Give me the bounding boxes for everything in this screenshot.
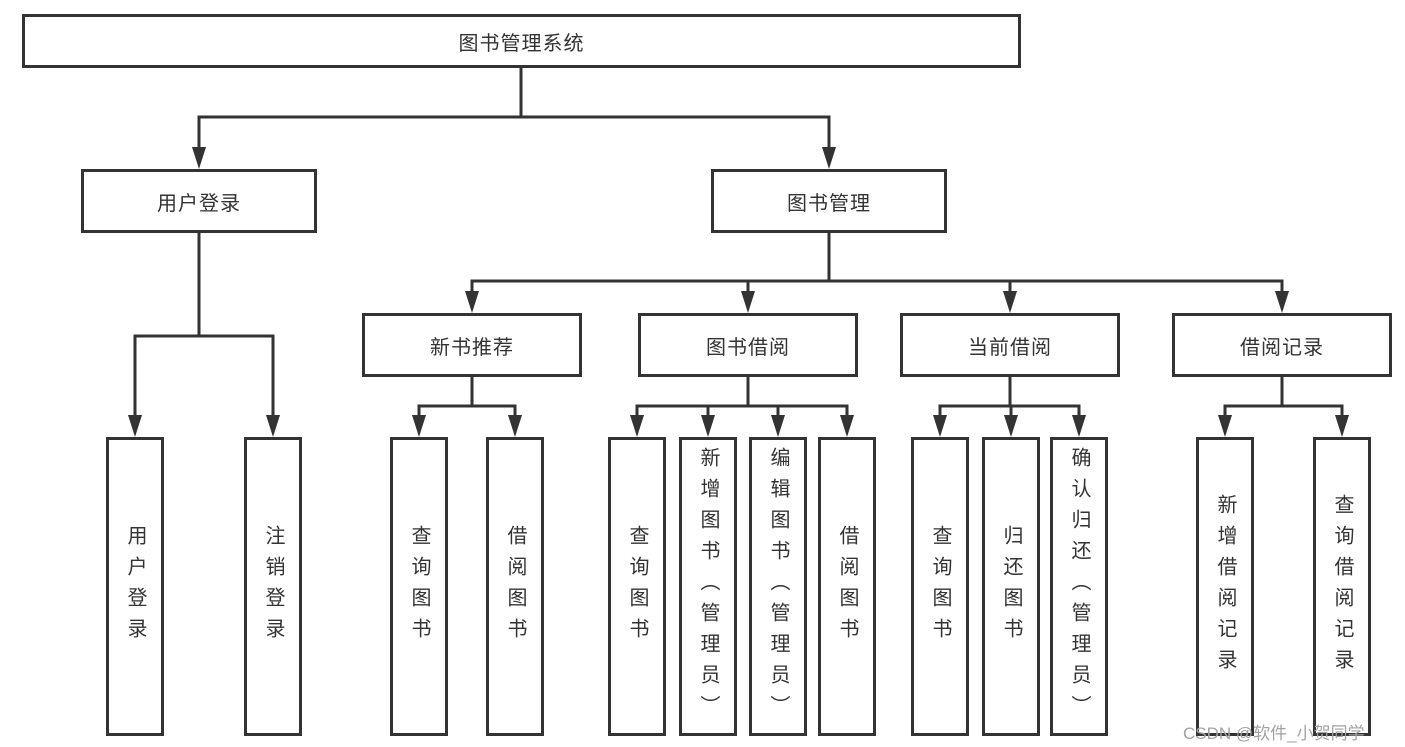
node-label: 新增图书（管理员） [697, 447, 719, 726]
leaf-user-login: 用户登录 [106, 437, 164, 736]
node-label: 查询借阅记录 [1331, 493, 1353, 680]
node-label: 图书管理 [787, 192, 871, 215]
node-new-book-recommend: 新书推荐 [362, 313, 582, 377]
leaf-borrow-add-books-admin: 新增图书（管理员） [679, 437, 737, 736]
node-label: 编辑图书（管理员） [767, 447, 789, 726]
leaf-borrow-query-books: 查询图书 [608, 437, 666, 736]
node-book-borrow: 图书借阅 [638, 313, 858, 377]
node-borrow-records: 借阅记录 [1172, 313, 1392, 377]
leaf-logout: 注销登录 [244, 437, 302, 736]
node-label: 借阅图书 [504, 524, 526, 649]
node-label: 用户登录 [157, 192, 241, 215]
node-label: 归还图书 [1000, 524, 1022, 649]
node-label: 借阅图书 [836, 524, 858, 649]
node-label: 图书借阅 [706, 336, 790, 359]
node-label: 确认归还（管理员） [1068, 447, 1090, 726]
leaf-recommend-query-books: 查询图书 [390, 437, 448, 736]
node-label: 用户登录 [124, 524, 146, 649]
node-label: 查询图书 [408, 524, 430, 649]
node-label: 查询图书 [929, 524, 951, 649]
leaf-current-confirm-return-admin: 确认归还（管理员） [1050, 437, 1108, 736]
node-label: 借阅记录 [1240, 336, 1324, 359]
leaf-records-add-record: 新增借阅记录 [1196, 437, 1254, 736]
leaf-records-query-record: 查询借阅记录 [1313, 437, 1371, 736]
leaf-borrow-edit-books-admin: 编辑图书（管理员） [749, 437, 807, 736]
node-label: 查询图书 [626, 524, 648, 649]
node-library-management-system: 图书管理系统 [22, 14, 1021, 68]
node-label: 图书管理系统 [458, 32, 585, 55]
leaf-current-return-books: 归还图书 [982, 437, 1040, 736]
leaf-current-query-books: 查询图书 [911, 437, 969, 736]
leaf-borrow-borrow-books: 借阅图书 [818, 437, 876, 736]
node-book-management: 图书管理 [711, 169, 947, 233]
node-current-borrow: 当前借阅 [900, 313, 1120, 377]
node-label: 注销登录 [262, 524, 284, 649]
csdn-watermark: CSDN @软件_小贺同学 [1183, 724, 1365, 743]
node-label: 当前借阅 [968, 336, 1052, 359]
node-user-login: 用户登录 [81, 169, 317, 233]
node-label: 新增借阅记录 [1214, 493, 1236, 680]
leaf-recommend-borrow-books: 借阅图书 [486, 437, 544, 736]
node-label: 新书推荐 [430, 336, 514, 359]
